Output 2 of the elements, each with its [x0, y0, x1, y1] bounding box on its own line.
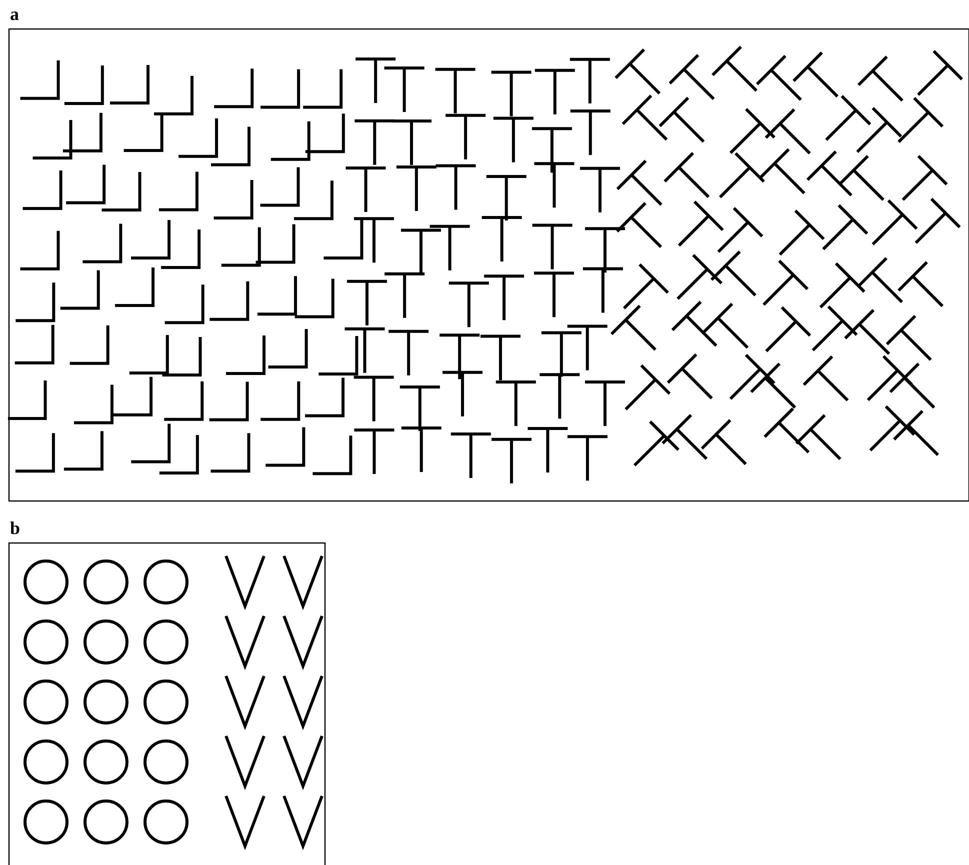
- panel-label: b: [10, 518, 20, 538]
- panel-label: a: [10, 4, 19, 24]
